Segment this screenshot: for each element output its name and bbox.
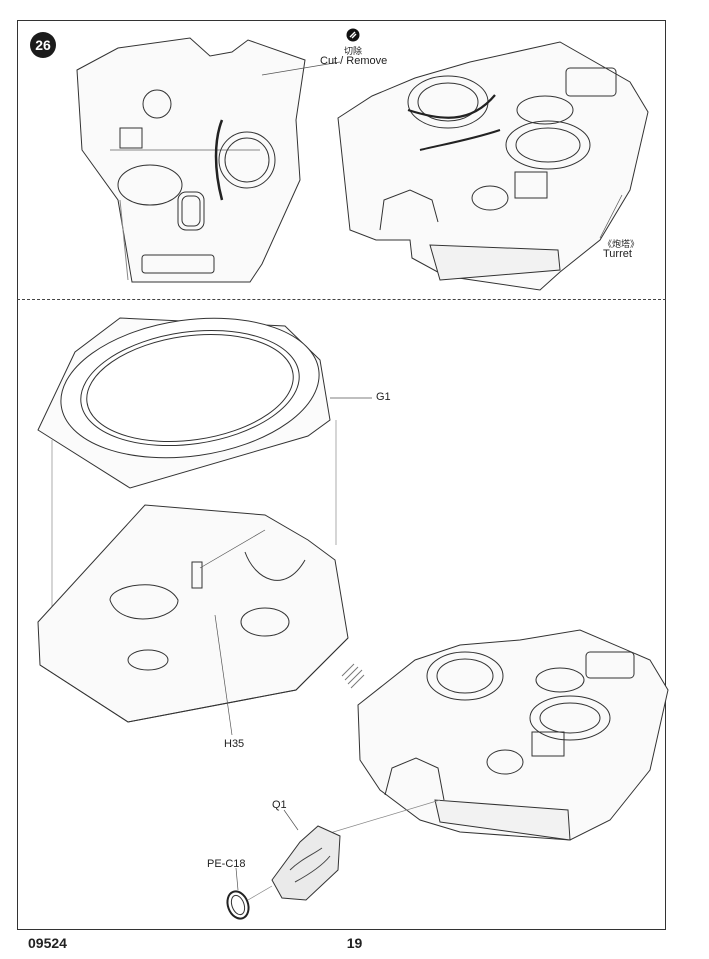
cut-label-cn: 切除 <box>344 46 363 56</box>
turret-exterior-top-view <box>337 41 649 291</box>
step-number-badge: 26 <box>30 32 56 58</box>
turret-interior-top-view <box>76 37 341 283</box>
kit-code: 09524 <box>28 935 67 951</box>
cut-label-en: Cut / Remove <box>320 55 388 67</box>
hatched-arrow-icon <box>341 663 365 689</box>
part-label-q1: Q1 <box>272 799 287 811</box>
part-g1-turret-ring <box>37 317 372 620</box>
part-label-pe-c18: PE-C18 <box>207 858 246 870</box>
part-label-g1: G1 <box>376 391 391 403</box>
section-divider <box>17 299 666 300</box>
part-q1-mantlet-cover <box>271 809 341 901</box>
page-frame <box>17 20 666 930</box>
turret-label-cn: 《炮塔》 <box>603 239 640 249</box>
page-number: 19 <box>346 935 363 951</box>
part-pe-c18-ring <box>226 867 273 920</box>
part-label-h35: H35 <box>224 738 245 750</box>
turret-label-en: Turret <box>603 248 632 260</box>
assembled-turret <box>299 629 669 843</box>
scissors-cut-icon <box>346 28 360 42</box>
lower-turret-hull <box>37 504 349 736</box>
